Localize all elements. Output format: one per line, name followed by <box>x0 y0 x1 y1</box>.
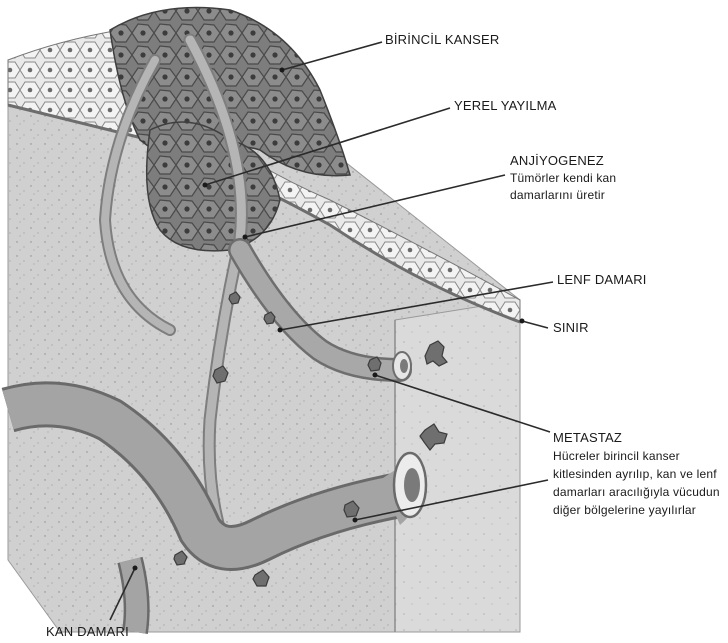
label-angiogenesis-desc-2: damarlarını üretir <box>510 187 605 204</box>
label-metastasis-desc-3: damarları aracılığıyla vücudun <box>553 484 720 501</box>
label-metastasis-desc-2: kitlesinden ayrılıp, kan ve lenf <box>553 466 717 483</box>
label-metastasis-title: METASTAZ <box>553 430 622 445</box>
label-border: SINIR <box>553 320 589 335</box>
label-metastasis-desc-4: diğer bölgelerine yayılırlar <box>553 502 696 519</box>
label-local-spread: YEREL YAYILMA <box>454 98 557 113</box>
label-blood-vessel: KAN DAMARI <box>46 624 129 639</box>
label-lymph-vessel: LENF DAMARI <box>557 272 647 287</box>
label-angiogenesis-title: ANJİYOGENEZ <box>510 153 604 168</box>
label-primary-cancer: BİRİNCİL KANSER <box>385 32 500 47</box>
label-angiogenesis-desc-1: Tümörler kendi kan <box>510 170 616 187</box>
leader-border <box>522 321 548 328</box>
label-metastasis-desc-1: Hücreler birincil kanser <box>553 448 680 465</box>
